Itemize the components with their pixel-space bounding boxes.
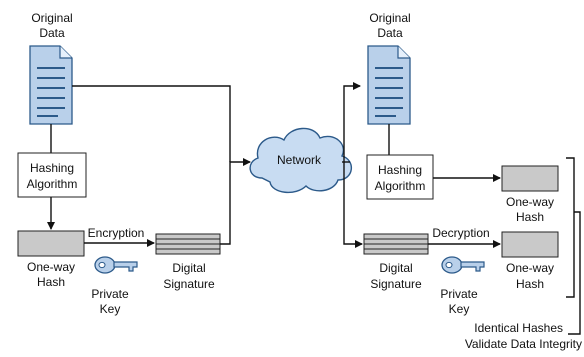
right-one-way-hash-top-label-2: Hash <box>516 210 544 224</box>
right-hashing-algorithm-box <box>366 154 434 200</box>
right-one-way-hash-bottom-label-1: One-way <box>506 261 554 275</box>
right-original-data-label-2: Data <box>377 26 403 40</box>
identical-hashes-label-2: Validate Data Integrity <box>465 337 582 351</box>
left-original-data-label-2: Data <box>39 26 65 40</box>
left-one-way-hash-label-1: One-way <box>27 260 75 274</box>
right-one-way-hash-top-label-1: One-way <box>506 195 554 209</box>
left-digital-signature-icon <box>155 233 221 255</box>
left-hashing-label-2: Algorithm <box>27 177 78 191</box>
encryption-label: Encryption <box>88 226 145 240</box>
network-label: Network <box>277 153 322 167</box>
left-original-data-label-1: Original <box>31 11 72 25</box>
decryption-label: Decryption <box>432 226 489 240</box>
right-one-way-hash-box-bottom <box>501 231 559 258</box>
key-icon <box>441 256 485 274</box>
connector-arrow <box>343 82 361 162</box>
right-digital-signature-icon <box>363 233 429 255</box>
key-icon <box>94 256 138 274</box>
right-digital-signature-label-2: Signature <box>370 277 422 291</box>
right-hashing-label-2: Algorithm <box>375 179 426 193</box>
connector <box>72 85 231 162</box>
connector-arrow <box>220 158 251 245</box>
connector-arrow <box>343 162 363 248</box>
left-private-key-label-2: Key <box>100 302 121 316</box>
right-original-data-label-1: Original <box>369 11 410 25</box>
left-hashing-algorithm-box <box>17 152 87 198</box>
right-hashing-label-1: Hashing <box>378 163 422 177</box>
right-one-way-hash-bottom-label-2: Hash <box>516 277 544 291</box>
document-icon <box>29 45 73 125</box>
right-private-key-label-2: Key <box>449 302 470 316</box>
left-one-way-hash-label-2: Hash <box>37 275 65 289</box>
comparison-bracket <box>566 157 581 335</box>
identical-hashes-label-1: Identical Hashes <box>474 321 563 335</box>
right-private-key-label-1: Private <box>440 287 478 301</box>
left-digital-signature-label-2: Signature <box>163 277 215 291</box>
left-hashing-label-1: Hashing <box>30 161 74 175</box>
left-private-key-label-1: Private <box>91 287 129 301</box>
right-digital-signature-label-1: Digital <box>379 261 412 275</box>
cloud-icon <box>249 127 352 193</box>
document-icon <box>367 45 411 125</box>
right-one-way-hash-box-top <box>501 165 559 192</box>
left-digital-signature-label-1: Digital <box>172 261 205 275</box>
left-one-way-hash-box <box>17 230 85 257</box>
